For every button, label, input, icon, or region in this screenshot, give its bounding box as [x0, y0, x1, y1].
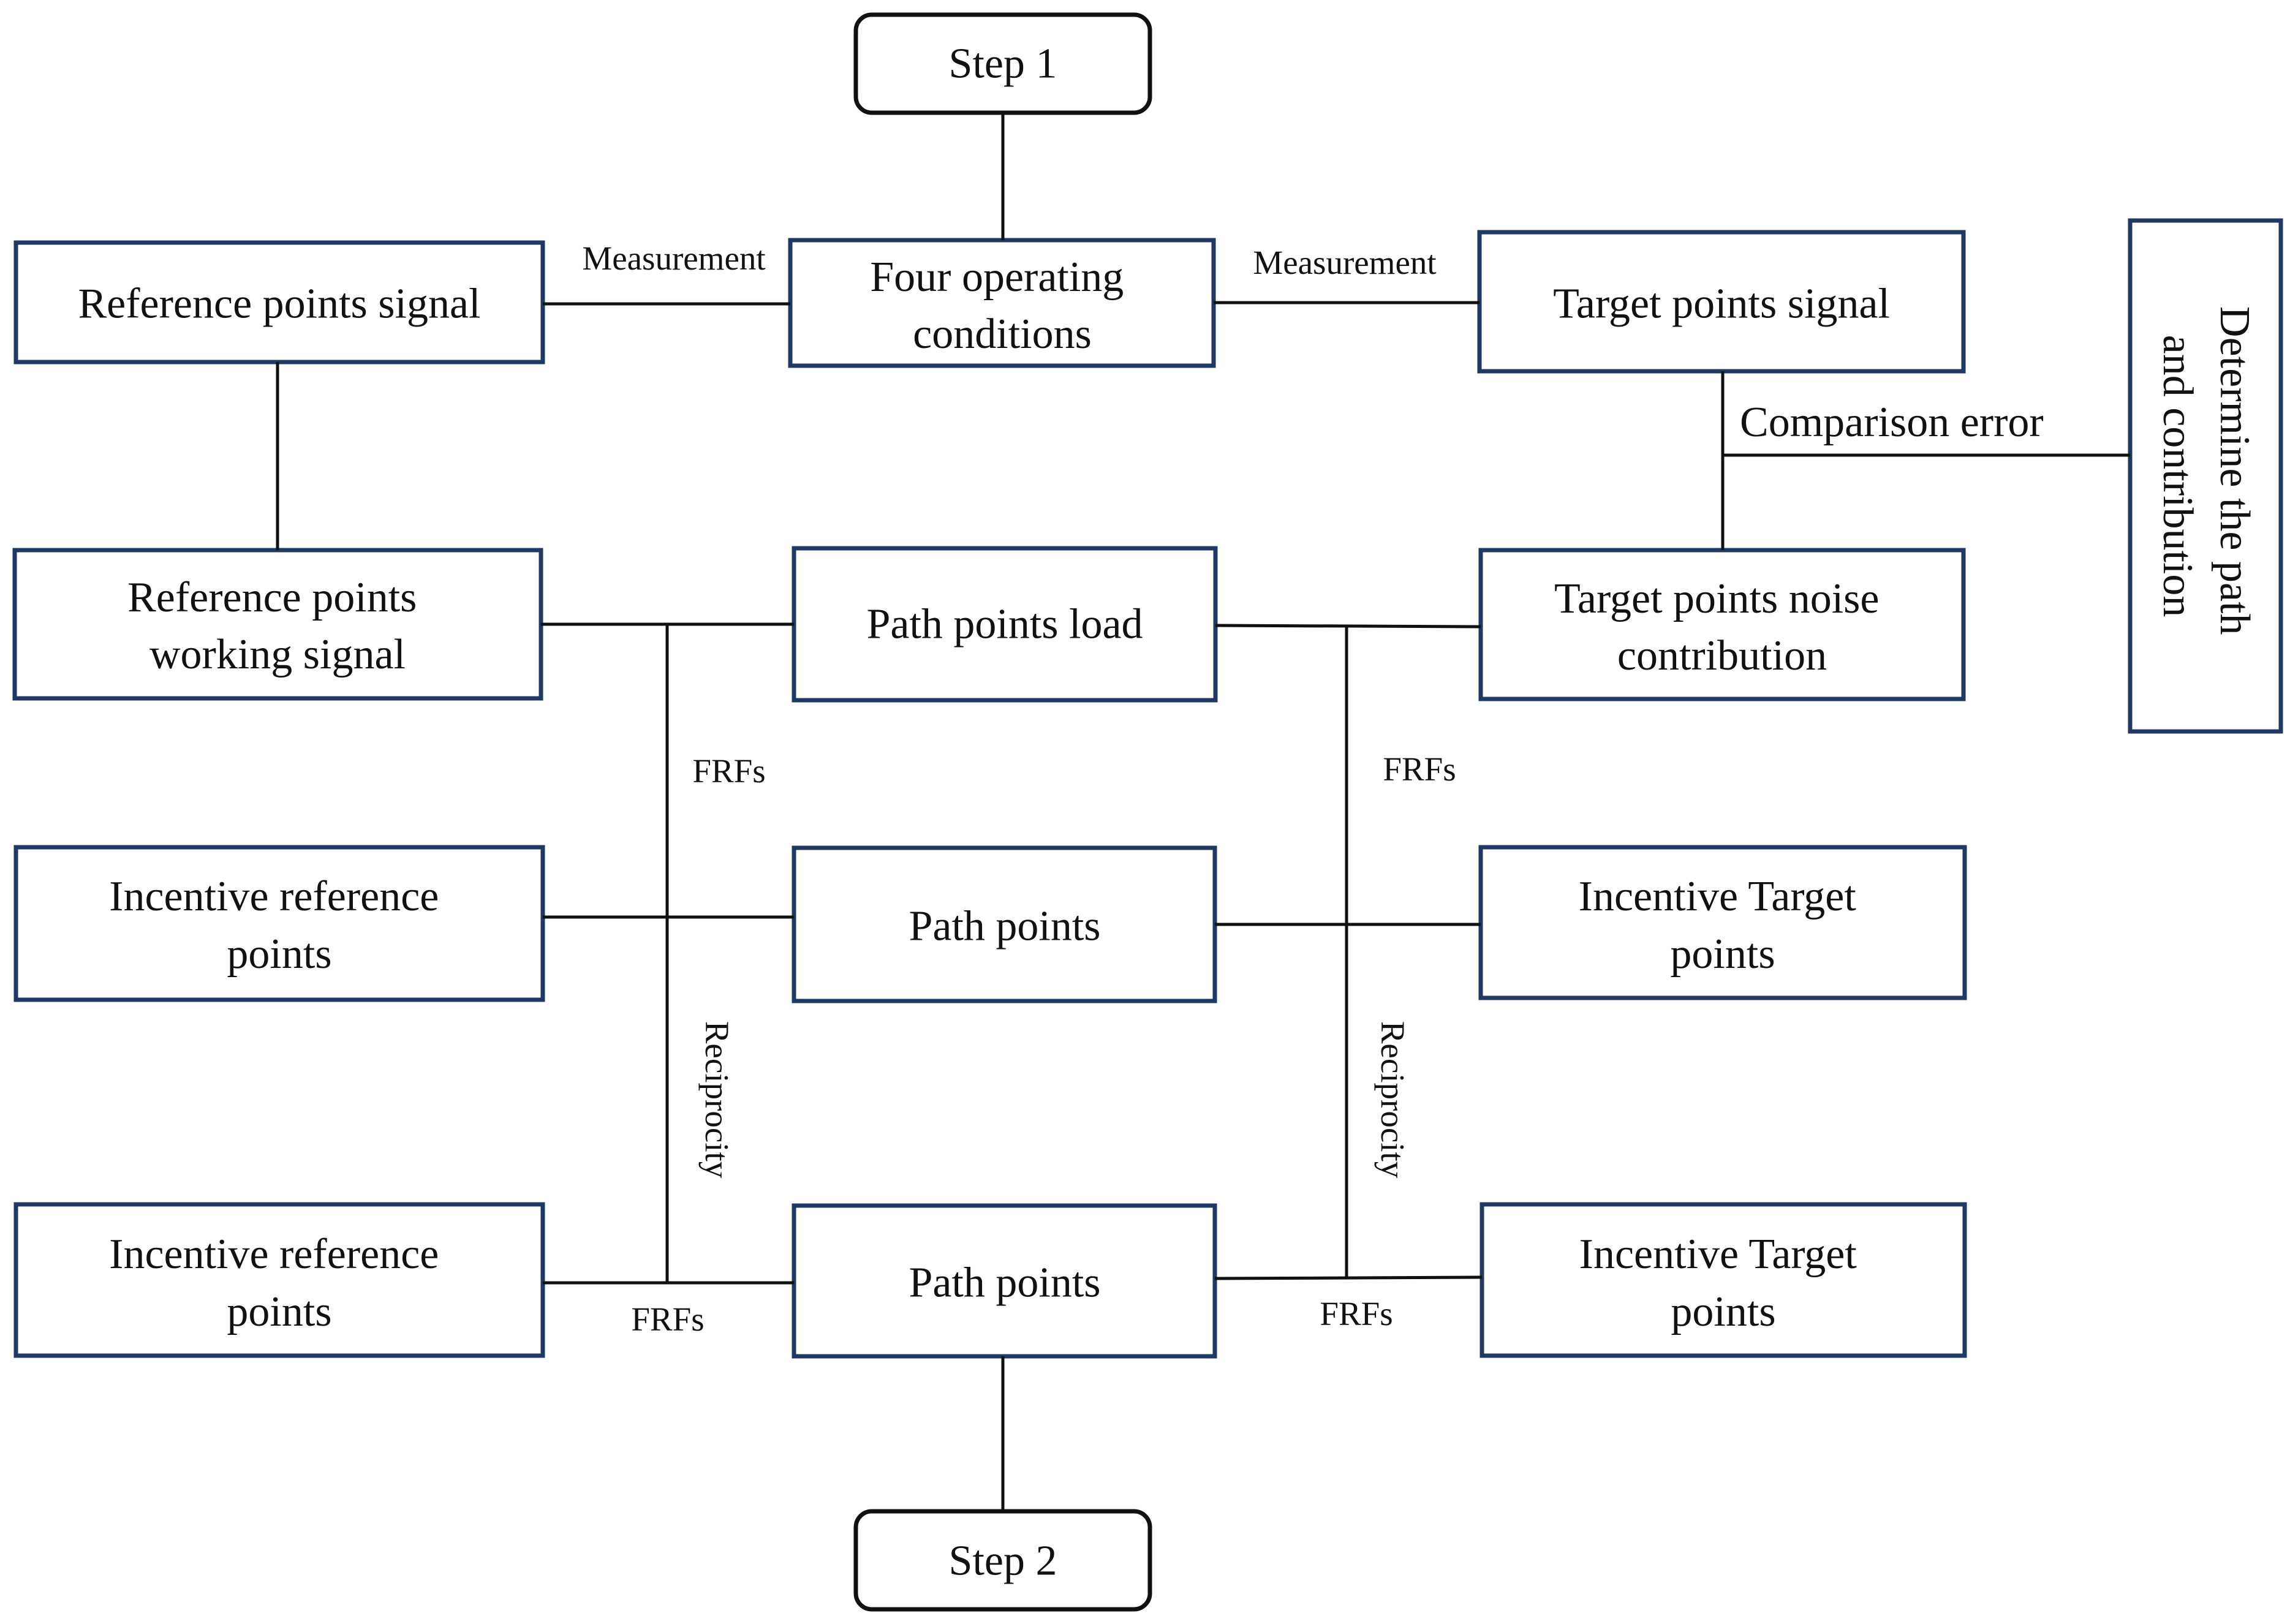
determine-path-contribution-text: Determine the path and contribution [2154, 306, 2258, 646]
determine-line-2: and contribution [2154, 335, 2201, 617]
reference-points-signal-box: Reference points signal [13, 240, 545, 364]
measurement-right-label: Measurement [1253, 244, 1436, 281]
incentive-reference-points-box-upper: Incentive reference points [13, 845, 545, 1002]
step-1-node: Step 1 [853, 12, 1152, 115]
incentive-ref-lower-line-1: Incentive reference [109, 1231, 439, 1278]
incentive-ref-lower-line-2: points [227, 1288, 331, 1335]
incentive-target-upper-line-1: Incentive Target [1579, 873, 1857, 920]
reciprocity-right-label: Reciprocity [1374, 1021, 1411, 1179]
incentive-target-to-path-arrow [1214, 1275, 1483, 1280]
four-operating-conditions-box: Four operating conditions [788, 238, 1216, 368]
frfs-right-upper-label: FRFs [1383, 750, 1456, 788]
step-2-node: Step 2 [853, 1509, 1152, 1612]
incentive-reference-points-box-lower: Incentive reference points [13, 1202, 545, 1358]
comparison-error-label: Comparison error [1740, 399, 2044, 446]
incentive-target-lower-line-2: points [1671, 1288, 1775, 1335]
path-points-lower-text: Path points [909, 1260, 1100, 1307]
path-points-box-upper: Path points [792, 845, 1217, 1003]
reference-working-line-1: Reference points [127, 574, 417, 621]
measurement-left-label: Measurement [582, 240, 765, 277]
incentive-target-points-upper-text: Incentive Target points [1579, 873, 1867, 978]
incentive-reference-points-lower-text: Incentive reference points [109, 1231, 450, 1335]
reference-points-working-signal-text: Reference points working signal [127, 574, 428, 678]
frfs-right-bottom-label: FRFs [1320, 1295, 1393, 1332]
step-2-label: Step 2 [949, 1538, 1057, 1585]
incentive-target-lower-line-1: Incentive Target [1579, 1231, 1857, 1278]
target-points-signal-box: Target points signal [1477, 230, 1966, 374]
path-points-load-text: Path points load [866, 601, 1143, 648]
four-operating-conditions-text: Four operating conditions [870, 254, 1135, 358]
reference-points-working-signal-box: Reference points working signal [12, 548, 543, 701]
target-points-signal-text: Target points signal [1553, 281, 1890, 328]
incentive-target-points-lower-text: Incentive Target points [1579, 1231, 1868, 1335]
reference-points-signal-text: Reference points signal [78, 281, 480, 328]
incentive-target-points-box-lower: Incentive Target points [1479, 1202, 1967, 1358]
four-operating-conditions-line-2: conditions [913, 311, 1092, 358]
determine-path-contribution-box: Determine the path and contribution [2128, 218, 2283, 734]
step-1-label: Step 1 [949, 40, 1057, 88]
target-noise-line-1: Target points noise [1554, 575, 1879, 622]
target-points-noise-contribution-box: Target points noise contribution [1478, 548, 1966, 701]
incentive-reference-points-upper-text: Incentive reference points [109, 873, 450, 978]
path-points-load-box: Path points load [792, 546, 1218, 703]
reciprocity-left-label: Reciprocity [698, 1021, 736, 1179]
incentive-target-upper-line-2: points [1670, 931, 1775, 978]
target-noise-line-2: contribution [1617, 632, 1827, 679]
path-points-box-lower: Path points [792, 1203, 1217, 1359]
frfs-left-upper-label: FRFs [692, 752, 765, 790]
target-points-noise-contribution-text: Target points noise contribution [1554, 575, 1890, 679]
four-operating-conditions-line-1: Four operating [870, 254, 1124, 301]
incentive-target-points-box-upper: Incentive Target points [1478, 845, 1967, 1000]
reference-working-line-2: working signal [149, 631, 406, 678]
incentive-ref-upper-line-1: Incentive reference [109, 873, 439, 920]
incentive-ref-upper-line-2: points [227, 931, 331, 978]
determine-line-1: Determine the path [2211, 306, 2258, 635]
frfs-left-bottom-label: FRFs [631, 1301, 704, 1338]
path-points-upper-text: Path points [909, 903, 1100, 950]
